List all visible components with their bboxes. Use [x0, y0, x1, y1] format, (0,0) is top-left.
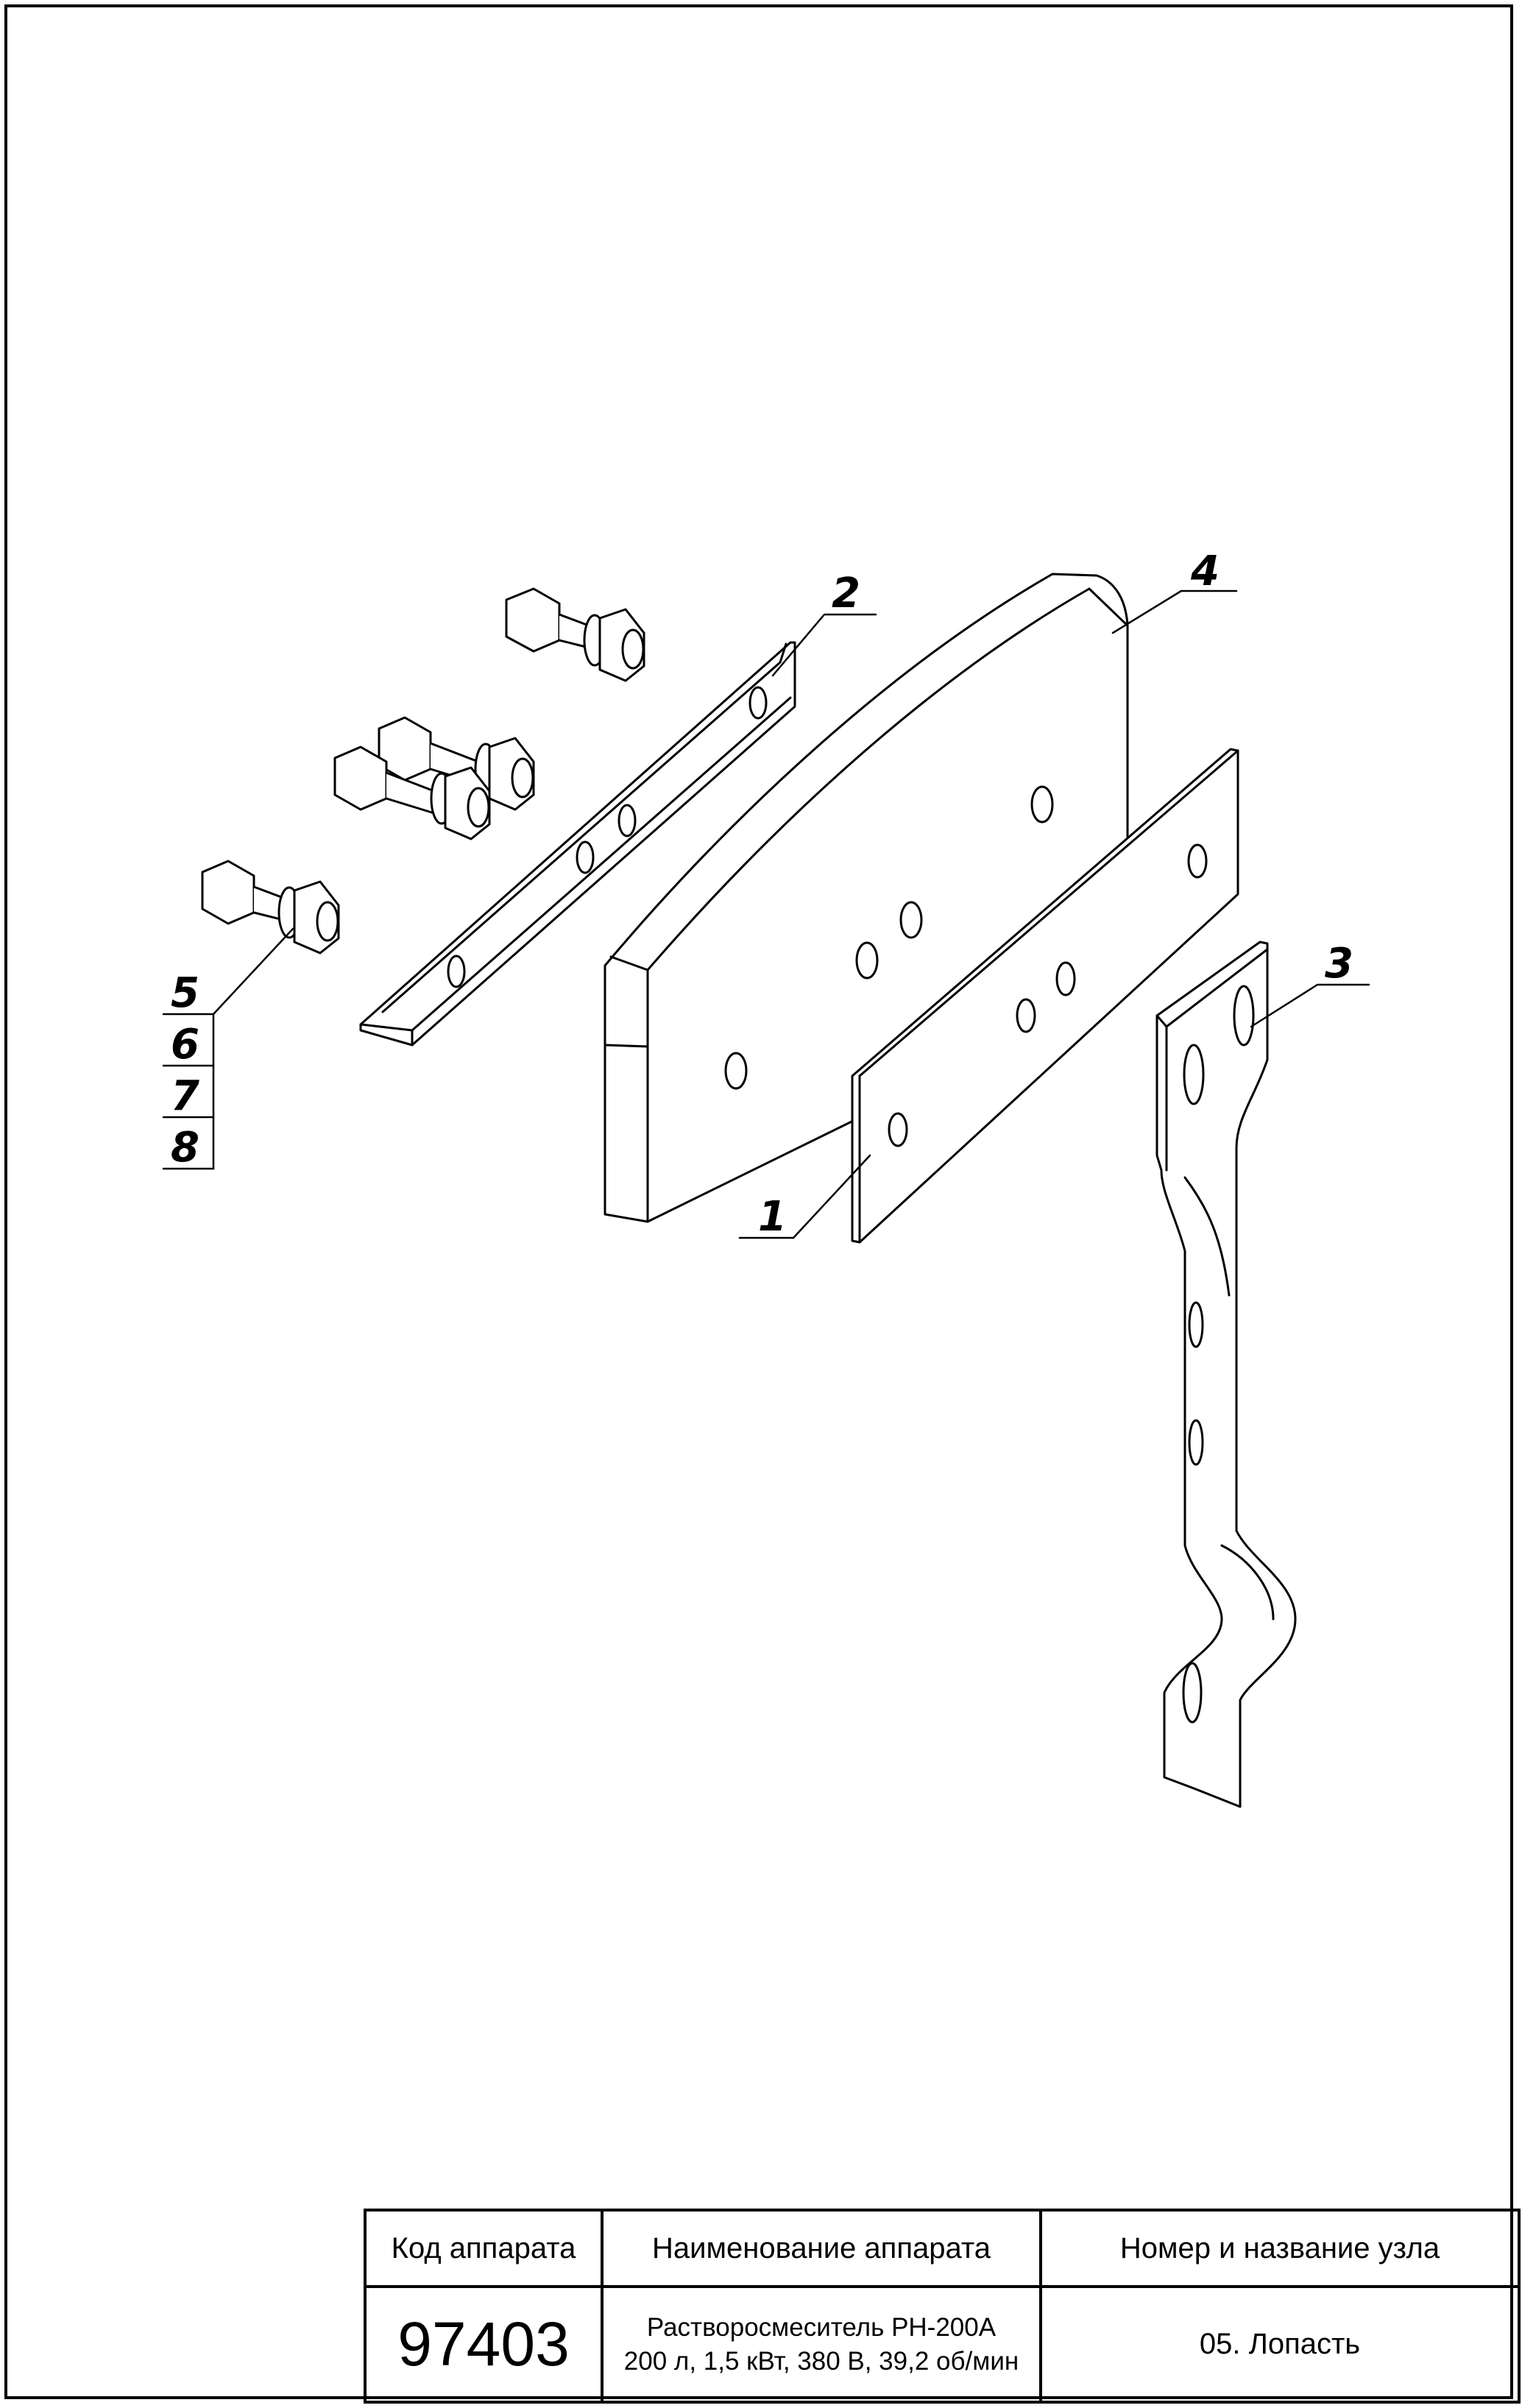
callout-7: 7 — [171, 1072, 199, 1120]
leader-lines — [162, 589, 1370, 1239]
leader-4 — [1111, 589, 1238, 634]
leader-1 — [738, 1154, 871, 1239]
header-node: Номер и название узла — [1039, 2209, 1521, 2288]
bolt-3 — [333, 746, 491, 840]
bolt-4 — [201, 860, 340, 955]
callout-2: 2 — [832, 570, 860, 617]
bolt-group — [201, 587, 645, 955]
apparatus-code: 97403 — [364, 2285, 604, 2404]
callout-5: 5 — [171, 969, 199, 1017]
node-title: 05. Лопасть — [1039, 2285, 1521, 2404]
header-name: Наименование аппарата — [601, 2209, 1042, 2288]
callout-6: 6 — [171, 1021, 199, 1069]
header-code: Код аппарата — [364, 2209, 604, 2288]
bolt-1 — [505, 587, 645, 682]
apparatus-name: Растворосмеситель РН-200А 200 л, 1,5 кВт… — [601, 2285, 1042, 2404]
callout-3: 3 — [1325, 940, 1353, 988]
bolt-2 — [378, 716, 535, 811]
part-3-holder — [1155, 941, 1297, 1808]
callout-4: 4 — [1190, 548, 1220, 595]
apparatus-name-line2: 200 л, 1,5 кВт, 380 В, 39,2 об/мин — [623, 2346, 1019, 2376]
callout-8: 8 — [171, 1124, 199, 1172]
callout-1: 1 — [758, 1193, 787, 1241]
part-2-angle-bar — [359, 641, 796, 1047]
leader-2 — [771, 613, 877, 677]
leader-3 — [1250, 983, 1370, 1028]
part-1-strip — [851, 748, 1239, 1244]
title-block: Код аппарата Наименование аппарата Номер… — [364, 2209, 1521, 2404]
apparatus-name-line1: Растворосмеситель РН-200А — [646, 2313, 997, 2342]
part-4-blade — [604, 573, 1129, 1223]
